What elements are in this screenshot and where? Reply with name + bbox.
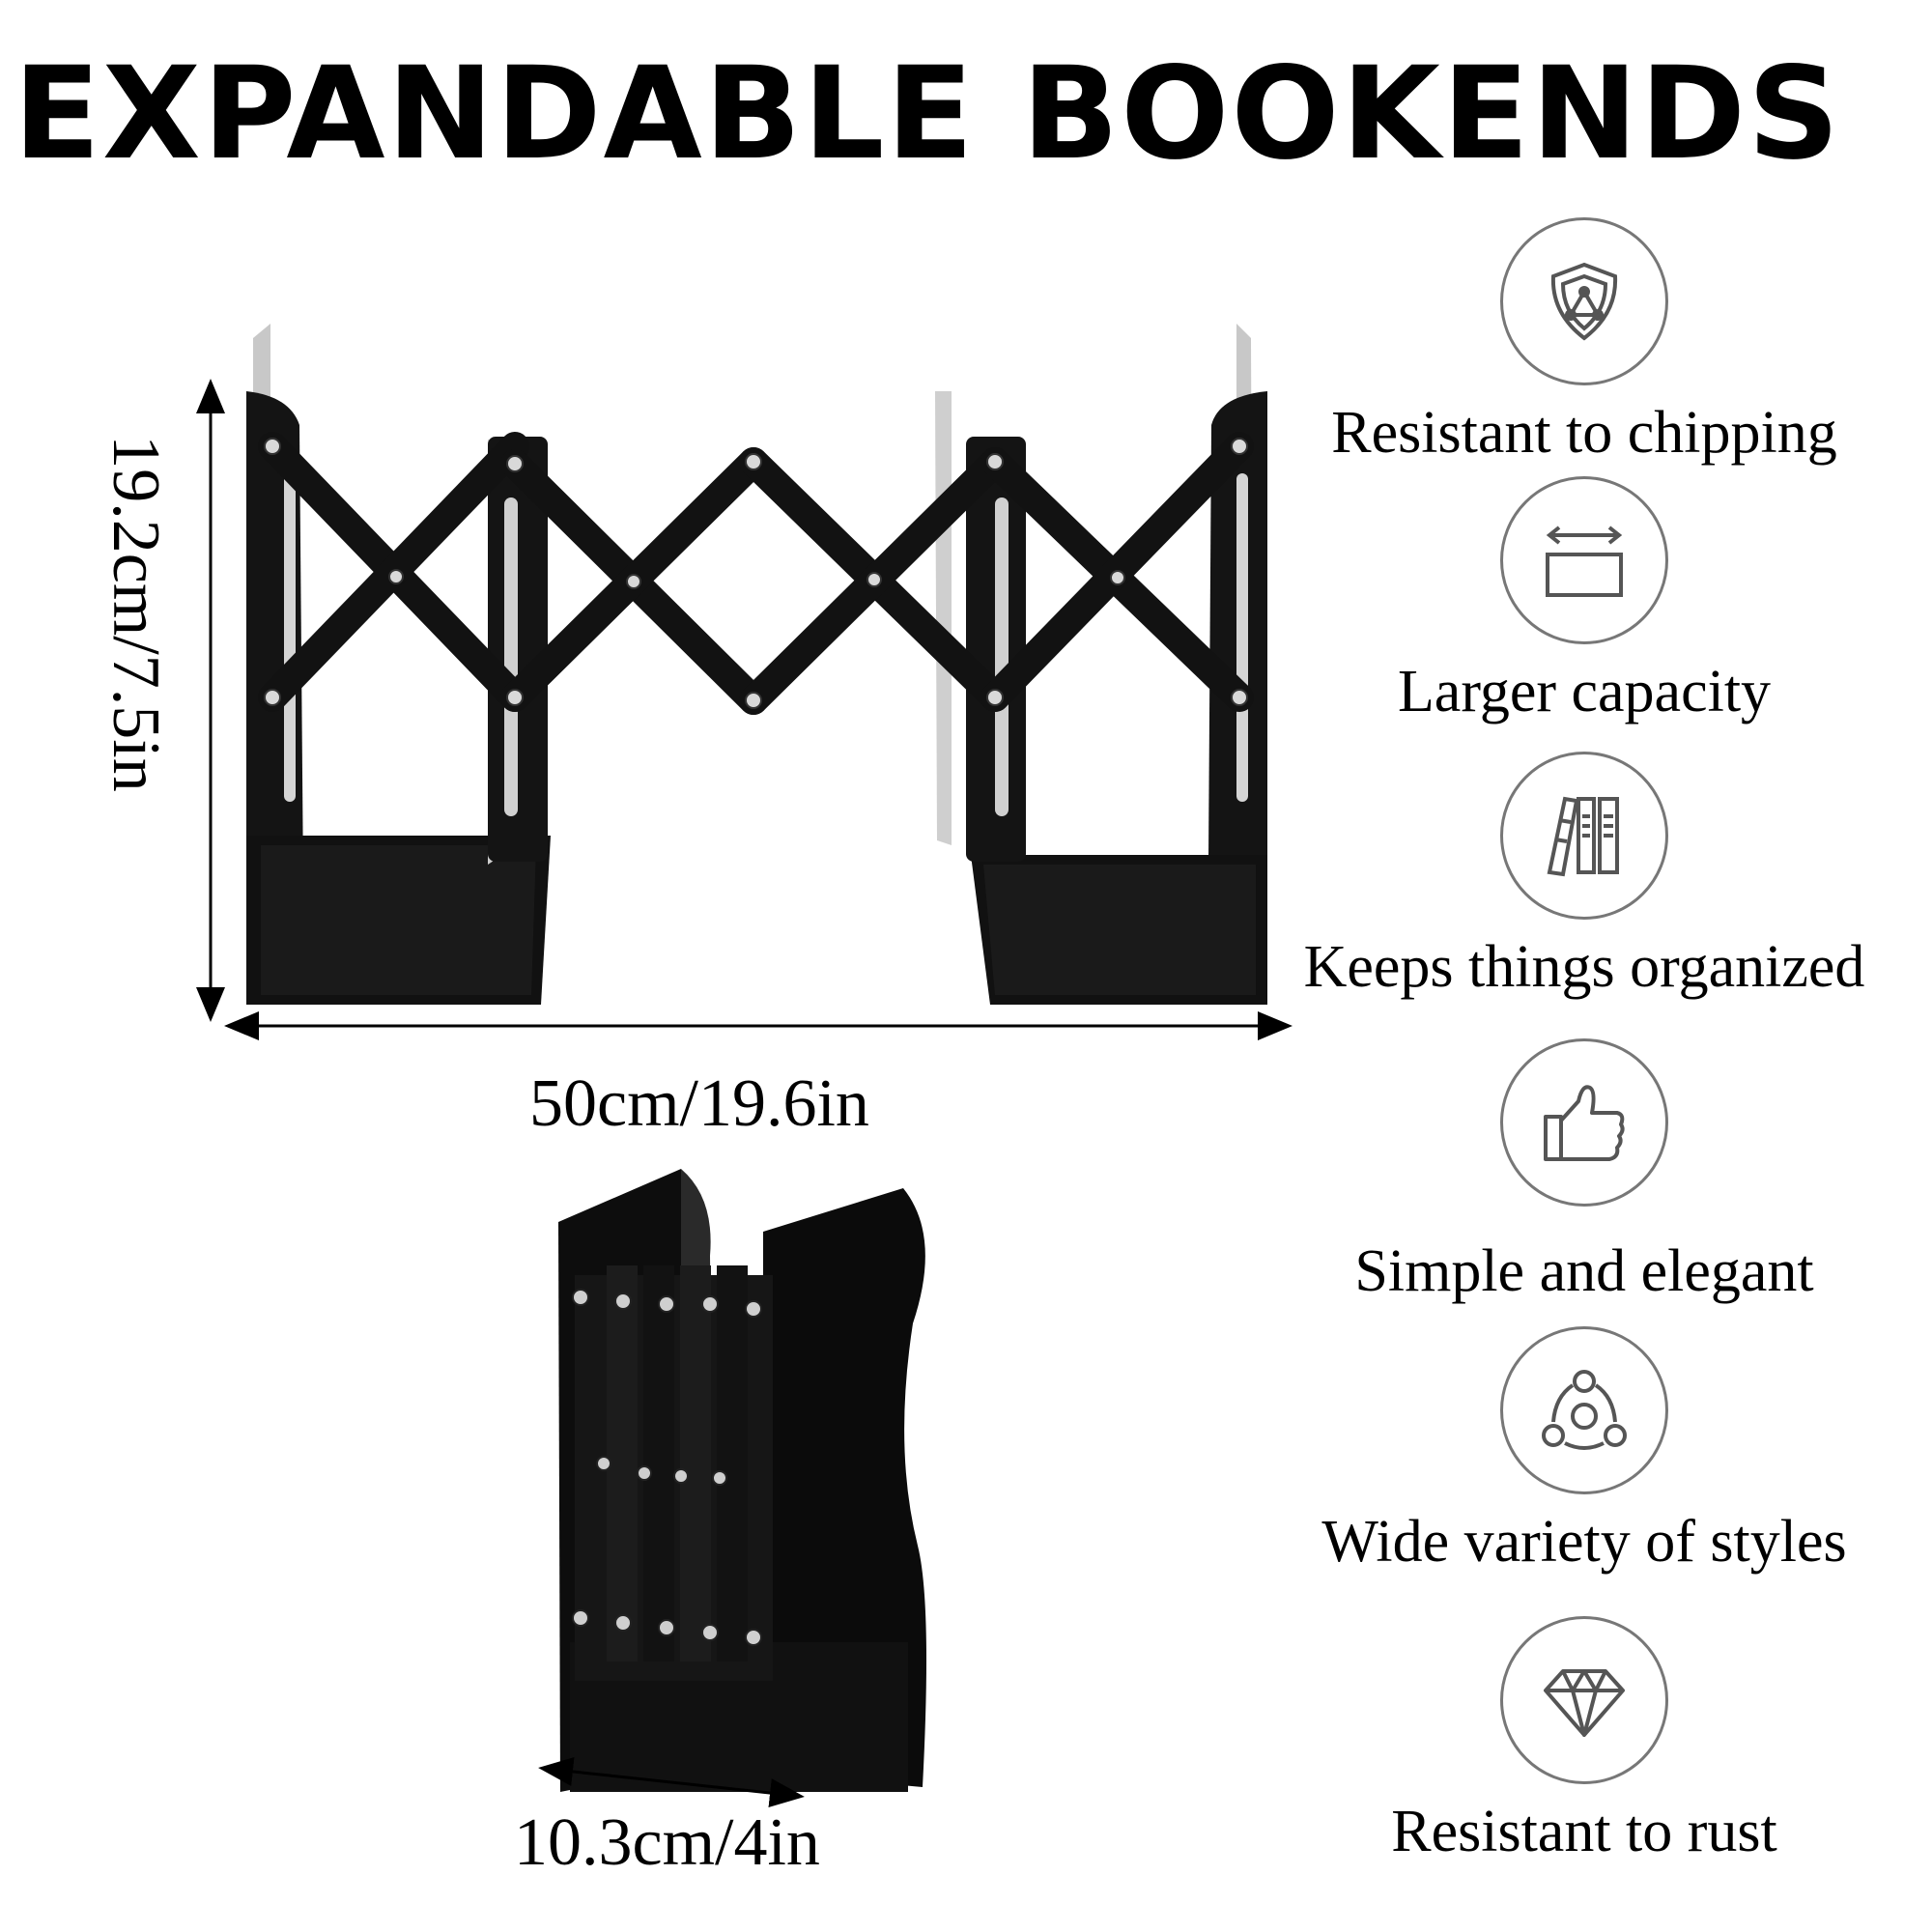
feature-item: Simple and elegant bbox=[1275, 1038, 1893, 1301]
height-dimension-label: 19.2cm/7.5in bbox=[99, 435, 173, 792]
feature-label: Keeps things organized bbox=[1303, 934, 1865, 1000]
feature-label: Wide variety of styles bbox=[1321, 1509, 1847, 1575]
collapsed-bookend bbox=[558, 1169, 926, 1792]
page-title: EXPANDABLE BOOKENDS bbox=[13, 40, 1842, 188]
feature-icon-circle bbox=[1500, 1038, 1668, 1207]
feature-item: Larger capacity bbox=[1275, 476, 1893, 722]
thumbs-up-icon bbox=[1544, 1085, 1625, 1161]
feature-icon-circle bbox=[1500, 476, 1668, 644]
left-bookend bbox=[246, 324, 551, 1005]
feature-icon-circle bbox=[1500, 217, 1668, 385]
feature-icon-circle bbox=[1500, 752, 1668, 920]
capacity-expand-icon bbox=[1546, 526, 1623, 597]
feature-label: Larger capacity bbox=[1397, 659, 1772, 724]
rivets bbox=[264, 438, 1248, 709]
feature-item: Wide variety of styles bbox=[1275, 1326, 1893, 1572]
books-icon bbox=[1547, 796, 1619, 877]
feature-icon-circle bbox=[1500, 1616, 1668, 1784]
depth-dimension-label: 10.3cm/4in bbox=[514, 1805, 820, 1880]
variety-circles-icon bbox=[1542, 1370, 1627, 1450]
depth-dimension-line bbox=[538, 1757, 805, 1807]
feature-icon-circle bbox=[1500, 1326, 1668, 1494]
diamond-icon bbox=[1544, 1669, 1625, 1737]
collapsed-rivets bbox=[572, 1289, 762, 1646]
width-dimension-label: 50cm/19.6in bbox=[529, 1066, 869, 1141]
feature-item: Resistant to chipping bbox=[1275, 217, 1893, 463]
feature-label: Resistant to chipping bbox=[1331, 400, 1837, 466]
feature-label: Resistant to rust bbox=[1391, 1799, 1777, 1864]
feature-item: Resistant to rust bbox=[1275, 1616, 1893, 1861]
scissor-arms bbox=[258, 432, 1254, 715]
feature-label: Simple and elegant bbox=[1354, 1238, 1814, 1304]
feature-item: Keeps things organized bbox=[1275, 752, 1893, 997]
shield-icon bbox=[1550, 262, 1618, 341]
